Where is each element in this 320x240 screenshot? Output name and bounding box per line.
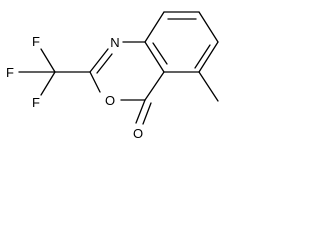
bond-c5-c4a-inner [152,42,168,65]
fluorine-atom-label-bottom: F [32,95,40,110]
ring-oxygen-atom-label: O [105,93,115,108]
bond-c8-c7 [198,11,219,43]
bond-c5-methyl [198,71,219,102]
fluorine-atom-label-top: F [32,34,40,49]
bond-c7-c6-inner [194,44,211,69]
bond-c5-c4a [144,41,165,73]
bond-c4-o-carbonyl [135,99,146,124]
nitrogen-atom-label: N [110,35,119,50]
bond-c4-o-carbonyl-double [142,102,152,125]
bond-cf3-f1 [40,48,56,73]
bond-c7-c6 [198,41,219,73]
fluorine-atom-label-left: F [6,65,14,80]
bond-c2-o3 [89,71,101,93]
bonds [18,11,219,125]
bond-n1-c2-double [96,53,113,74]
bond-c4a-c8a [144,11,165,43]
bond-n1-c2 [89,48,109,73]
bond-c4-c4a [144,71,165,101]
atom-labels: N O O F F F [6,34,143,141]
chemical-structure: N O O F F F [6,11,219,141]
carbonyl-oxygen-atom-label: O [133,126,143,141]
bond-cf3-f3 [40,71,56,96]
